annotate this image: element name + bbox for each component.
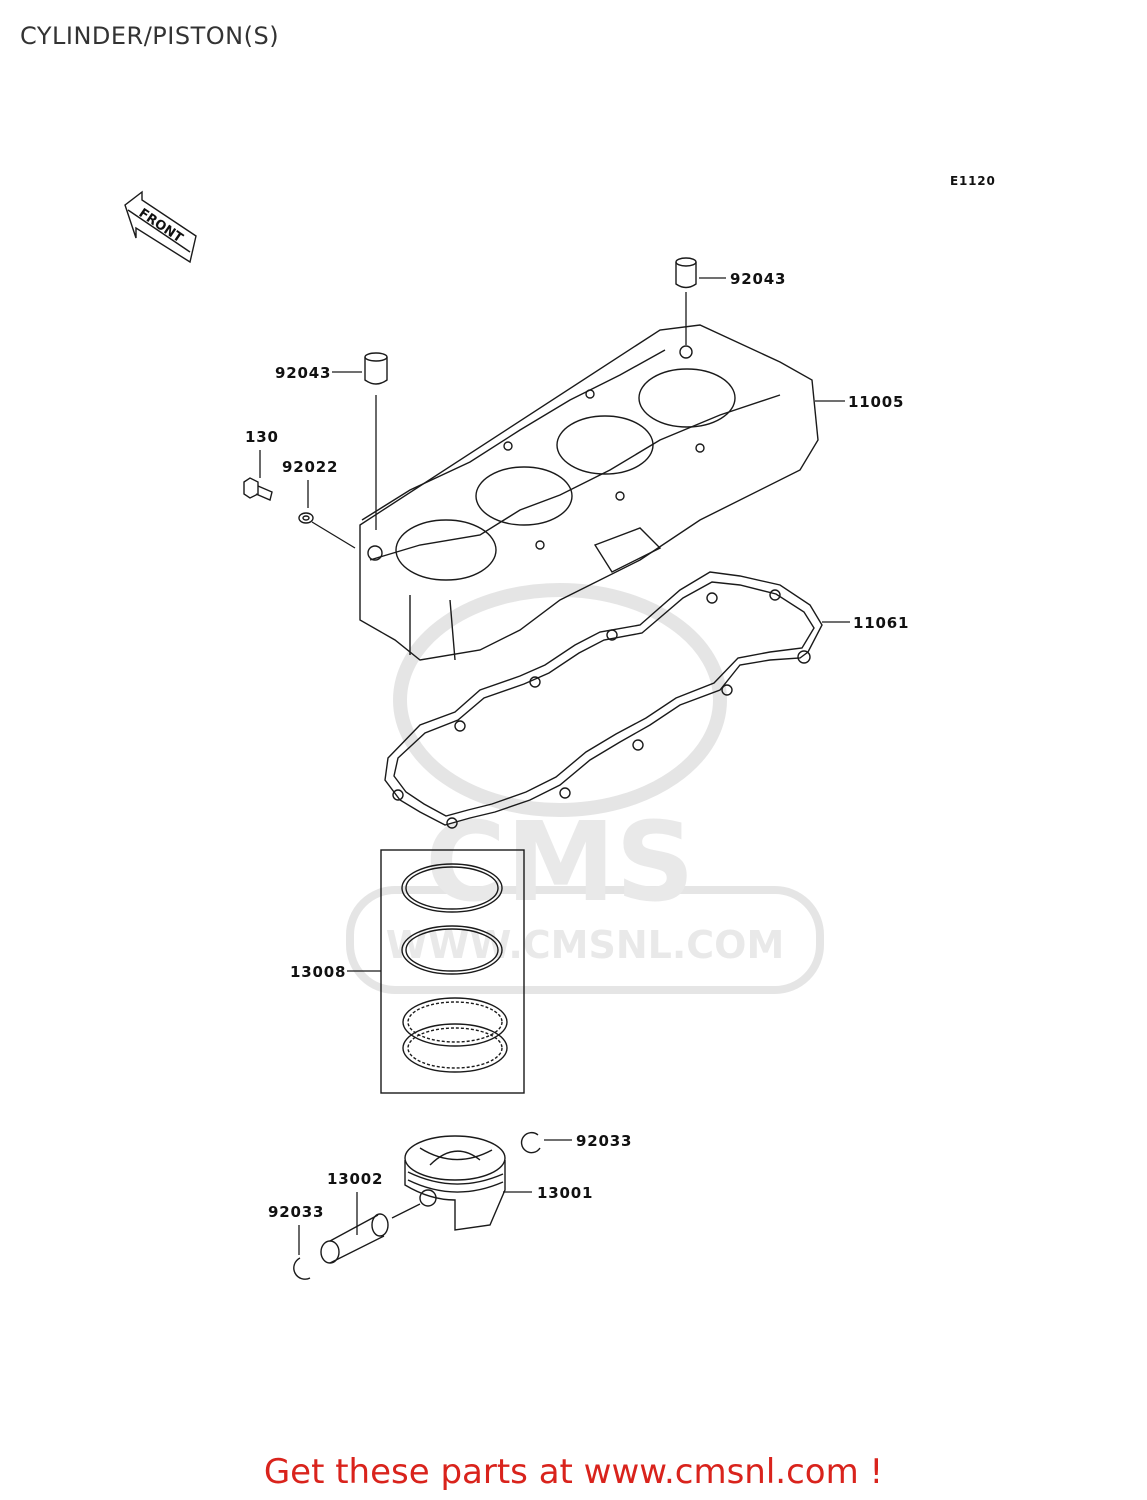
footer-link[interactable]: Get these parts at www.cmsnl.com ! <box>263 1452 884 1492</box>
callout-o-ring: 92022 <box>282 458 338 476</box>
circlip-left <box>293 1257 311 1280</box>
bolt <box>243 477 273 501</box>
callout-dowel-pin-right: 92043 <box>730 270 786 288</box>
callout-gasket: 11061 <box>853 614 909 632</box>
front-arrow-icon: FRONT <box>124 190 197 264</box>
dowel-pin-left <box>364 352 388 385</box>
dowel-pin-right <box>675 257 697 289</box>
watermark-url: WWW.CMSNL.COM <box>386 923 785 967</box>
callout-bolt: 130 <box>245 428 279 446</box>
diagram-code: E1120 <box>950 174 996 188</box>
cylinder-gasket <box>384 571 823 829</box>
piston <box>404 1135 506 1231</box>
callout-piston-pin: 13002 <box>327 1170 383 1188</box>
page-title: CYLINDER/PISTON(S) <box>20 22 280 50</box>
callout-cylinder: 11005 <box>848 393 904 411</box>
callout-piston: 13001 <box>537 1184 593 1202</box>
watermark: CMS WWW.CMSNL.COM <box>346 583 824 994</box>
circlip-right <box>520 1131 541 1154</box>
callout-circlip-right: 92033 <box>576 1132 632 1150</box>
callout-circlip-left: 92033 <box>268 1203 324 1221</box>
callout-dowel-pin-left: 92043 <box>275 364 331 382</box>
callout-ring-set: 13008 <box>290 963 346 981</box>
cylinder-block <box>359 324 819 661</box>
piston-pin <box>320 1213 389 1264</box>
watermark-logo: CMS <box>425 798 694 926</box>
o-ring <box>298 512 314 524</box>
